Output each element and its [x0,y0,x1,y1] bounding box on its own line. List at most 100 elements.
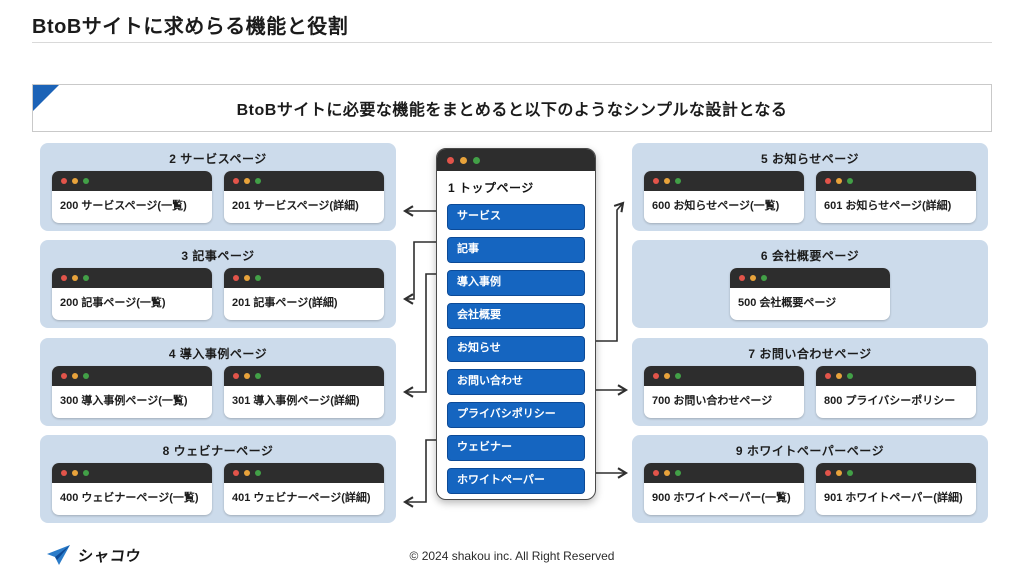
browser-titlebar [224,366,384,386]
traffic-light-red-icon [233,275,239,281]
browser-titlebar [816,171,976,191]
page-box-label: 401 ウェビナーページ(詳細) [232,492,371,504]
summary-banner: BtoBサイトに必要な機能をまとめると以下のようなシンプルな設計となる [32,84,992,132]
browser-titlebar [644,463,804,483]
browser-titlebar [224,171,384,191]
traffic-light-green-icon [761,275,767,281]
traffic-light-red-icon [653,178,659,184]
traffic-light-green-icon [255,373,261,379]
page-box: 201 記事ページ(詳細) [224,268,384,320]
traffic-light-green-icon [847,470,853,476]
traffic-light-red-icon [447,156,454,164]
page-box-label: 400 ウェビナーページ(一覧) [60,492,199,504]
browser-titlebar [816,366,976,386]
menu-button-privacy-policy[interactable]: プライバシポリシー [447,402,585,428]
traffic-light-green-icon [83,373,89,379]
browser-titlebar [52,463,212,483]
traffic-light-green-icon [847,373,853,379]
group-title: 6 会社概要ページ [760,249,860,263]
traffic-light-red-icon [653,373,659,379]
group-title: 7 お問い合わせページ [748,347,872,361]
group-title: 2 サービスページ [169,152,267,166]
browser-titlebar [816,463,976,483]
traffic-light-red-icon [61,373,67,379]
traffic-light-yellow-icon [244,470,250,476]
page-box: 201 サービスページ(詳細) [224,171,384,223]
page-box-label: 901 ホワイトペーパー(詳細) [824,492,963,504]
page-box: 200 記事ページ(一覧) [52,268,212,320]
traffic-light-yellow-icon [836,373,842,379]
page-box: 601 お知らせページ(詳細) [816,171,976,223]
traffic-light-yellow-icon [750,275,756,281]
traffic-light-green-icon [255,178,261,184]
paper-plane-icon [47,545,70,565]
browser-titlebar [644,366,804,386]
traffic-light-yellow-icon [836,178,842,184]
traffic-light-red-icon [825,373,831,379]
copyright-text: © 2024 shakou inc. All Right Reserved [409,549,615,563]
page-box: 301 導入事例ページ(詳細) [224,366,384,418]
menu-button-company[interactable]: 会社概要 [447,303,585,329]
traffic-light-green-icon [83,470,89,476]
group-contact-pages: 7 お問い合わせページ 700 お問い合わせページ 800 プライバシーポリシー [632,338,988,426]
browser-titlebar [224,268,384,288]
traffic-light-red-icon [653,470,659,476]
group-title: 4 導入事例ページ [168,347,268,361]
page-box-label: 201 記事ページ(詳細) [232,297,338,309]
page-box: 901 ホワイトペーパー(詳細) [816,463,976,515]
traffic-light-yellow-icon [836,470,842,476]
group-company-page: 6 会社概要ページ 500 会社概要ページ [632,240,988,328]
page-box: 500 会社概要ページ [730,268,890,320]
page-box: 300 導入事例ページ(一覧) [52,366,212,418]
banner-text: BtoBサイトに必要な機能をまとめると以下のようなシンプルな設計となる [236,102,788,119]
group-title: 9 ホワイトペーパーページ [735,444,885,458]
menu-button-webinar[interactable]: ウェビナー [447,435,585,461]
page-box: 600 お知らせページ(一覧) [644,171,804,223]
traffic-light-green-icon [675,470,681,476]
group-service-pages: 2 サービスページ 200 サービスページ(一覧) 201 サービスページ(詳細… [40,143,396,231]
page-box: 800 プライバシーポリシー [816,366,976,418]
group-whitepaper-pages: 9 ホワイトペーパーページ 900 ホワイトペーパー(一覧) 901 ホワイトペ… [632,435,988,523]
page-box-label: 500 会社概要ページ [738,297,837,309]
traffic-light-green-icon [255,275,261,281]
traffic-light-green-icon [83,275,89,281]
browser-titlebar [644,171,804,191]
traffic-light-green-icon [473,156,480,164]
traffic-light-red-icon [233,178,239,184]
menu-button-news[interactable]: お知らせ [447,336,585,362]
browser-titlebar [52,366,212,386]
company-logo: シャコウ [46,543,142,567]
traffic-light-red-icon [61,178,67,184]
page-box-label: 600 お知らせページ(一覧) [652,200,780,212]
page-box-label: 201 サービスページ(詳細) [232,200,359,212]
page-box-label: 200 記事ページ(一覧) [60,297,166,309]
traffic-light-yellow-icon [244,275,250,281]
page-box-label: 900 ホワイトペーパー(一覧) [652,492,791,504]
menu-button-contact[interactable]: お問い合わせ [447,369,585,395]
traffic-light-yellow-icon [460,156,467,164]
group-title: 5 お知らせページ [760,152,860,166]
traffic-light-green-icon [675,373,681,379]
menu-button-casestudy[interactable]: 導入事例 [447,270,585,296]
menu-button-service[interactable]: サービス [447,204,585,230]
traffic-light-yellow-icon [72,275,78,281]
traffic-light-yellow-icon [244,178,250,184]
traffic-light-yellow-icon [244,373,250,379]
browser-titlebar [52,268,212,288]
page-box-label: 301 導入事例ページ(詳細) [232,395,360,407]
menu-button-article[interactable]: 記事 [447,237,585,263]
browser-titlebar [437,149,595,171]
traffic-light-red-icon [233,470,239,476]
page-title: BtoBサイトに求めらる機能と役割 [32,16,349,38]
group-article-pages: 3 記事ページ 200 記事ページ(一覧) 201 記事ページ(詳細) [40,240,396,328]
traffic-light-yellow-icon [72,470,78,476]
group-title: 8 ウェビナーページ [162,444,274,458]
page-box: 401 ウェビナーページ(詳細) [224,463,384,515]
group-news-pages: 5 お知らせページ 600 お知らせページ(一覧) 601 お知らせページ(詳細… [632,143,988,231]
menu-button-whitepaper[interactable]: ホワイトペーパー [447,468,585,494]
traffic-light-red-icon [61,470,67,476]
traffic-light-green-icon [83,178,89,184]
traffic-light-yellow-icon [664,373,670,379]
browser-titlebar [224,463,384,483]
